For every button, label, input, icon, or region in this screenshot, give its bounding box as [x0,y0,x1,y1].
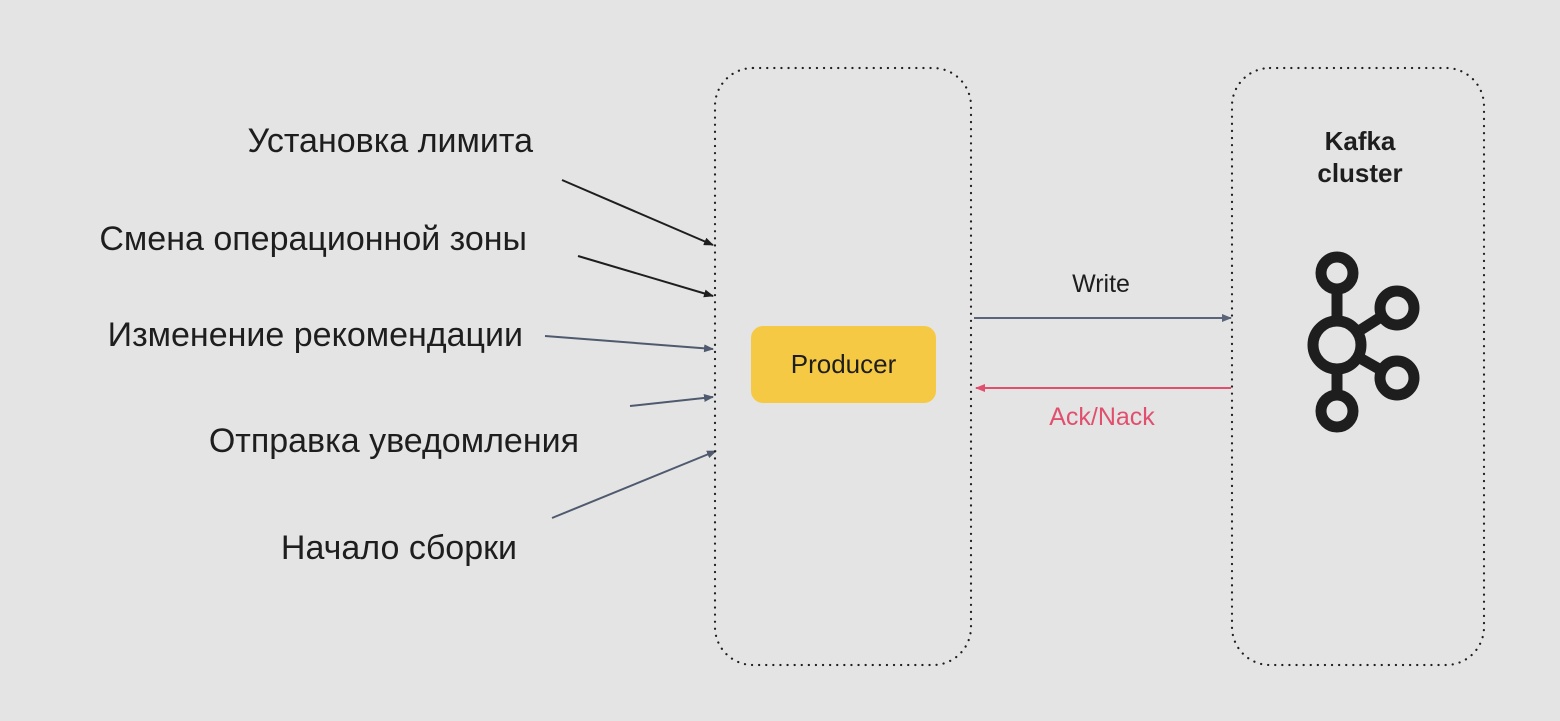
event-label-build-start: Начало сборки [281,529,517,567]
event-label-set-limit: Установка лимита [248,122,534,160]
event-arrow-set-limit [561,179,714,246]
event-arrow-zone-change [577,255,714,298]
ack-nack-label: Ack/Nack [1049,403,1155,431]
kafka-cluster-title-line2: cluster [1317,158,1402,188]
event-label-recommendation-change: Изменение рекомендации [108,316,523,354]
kafka-logo-icon [1307,251,1420,433]
event-label-send-notification: Отправка уведомления [209,422,579,460]
event-arrow-recommendation-change [544,335,714,353]
producer-label: Producer [791,349,897,379]
event-arrow-build-start [551,450,717,519]
event-arrow-send-notification [629,393,714,407]
event-label-zone-change: Смена операционной зоны [99,220,527,258]
write-label: Write [1072,270,1130,298]
kafka-cluster-title-line1: Kafka [1325,126,1396,156]
producer-container [713,66,973,667]
kafka-cluster-container [1230,66,1486,667]
producer-box [751,326,936,403]
